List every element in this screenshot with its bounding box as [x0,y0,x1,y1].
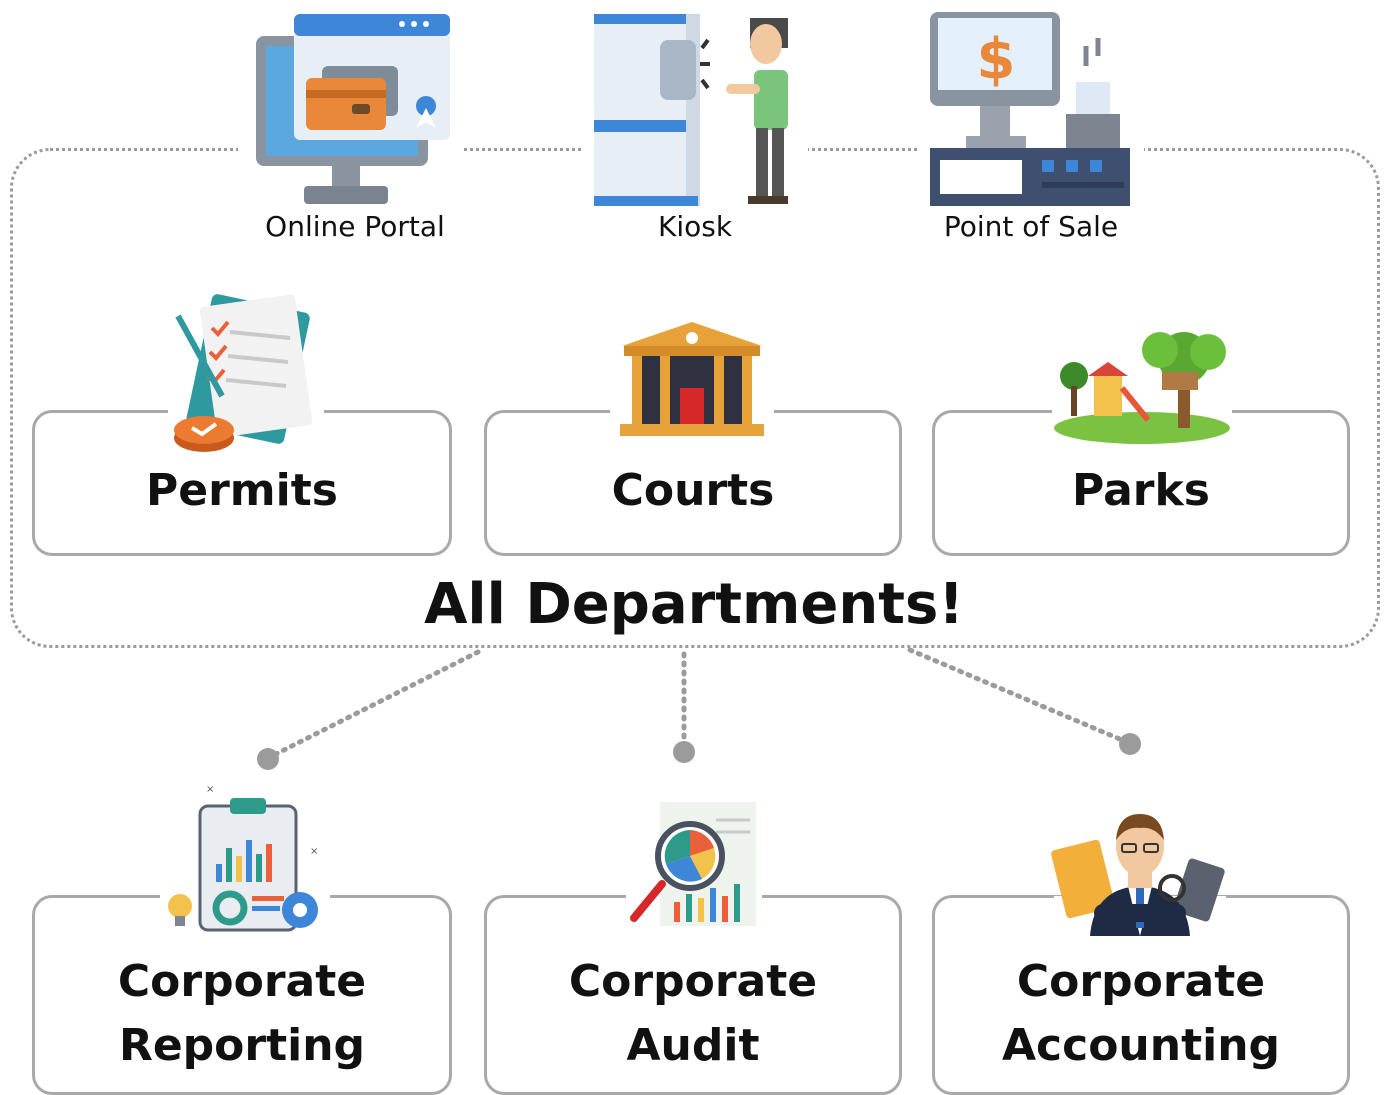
corporate-label-line2: Reporting [118,1020,366,1071]
connector-dot-reporting [257,748,279,770]
connector-line-accounting [907,647,1125,743]
connector-line-reporting [273,649,481,757]
courthouse-icon [610,322,774,436]
corporate-box-reporting: Corporate Reporting [32,895,452,1095]
accountant-icon [1051,814,1226,936]
park-playground-icon [1052,332,1232,444]
svg-text:$: $ [977,27,1016,92]
corporate-label-line2: Audit [626,1020,760,1071]
department-label-courts: Courts [611,465,775,516]
reporting-clipboard-icon: × × [160,784,330,932]
audit-magnifier-icon [626,802,762,926]
corporate-label-accounting: Corporate Accounting [935,950,1347,1078]
corporate-label-reporting: Corporate Reporting [35,950,449,1078]
corporate-label-line1: Corporate [1016,956,1266,1007]
point-of-sale-register-icon: $ [930,12,1130,206]
department-box-parks: Parks [932,410,1350,556]
all-departments-title: All Departments! [424,572,964,637]
corporate-label-line2: Accounting [1001,1020,1281,1071]
channel-label-point-of-sale: Point of Sale [943,210,1119,243]
online-portal-monitor-icon [256,14,450,204]
corporate-label-line1: Corporate [568,956,818,1007]
kiosk-icon [594,14,788,206]
svg-text:×: × [310,846,318,857]
connector-dot-audit [673,741,695,763]
corporate-label-line1: Corporate [117,956,367,1007]
permit-checklist-icon [168,294,324,452]
channel-label-kiosk: Kiosk [657,210,733,243]
department-label-parks: Parks [1072,465,1210,516]
connector-dot-accounting [1119,733,1141,755]
corporate-label-audit: Corporate Audit [487,950,899,1078]
channel-label-online-portal: Online Portal [265,210,445,243]
svg-text:×: × [206,784,214,795]
department-label-permits: Permits [146,465,338,516]
